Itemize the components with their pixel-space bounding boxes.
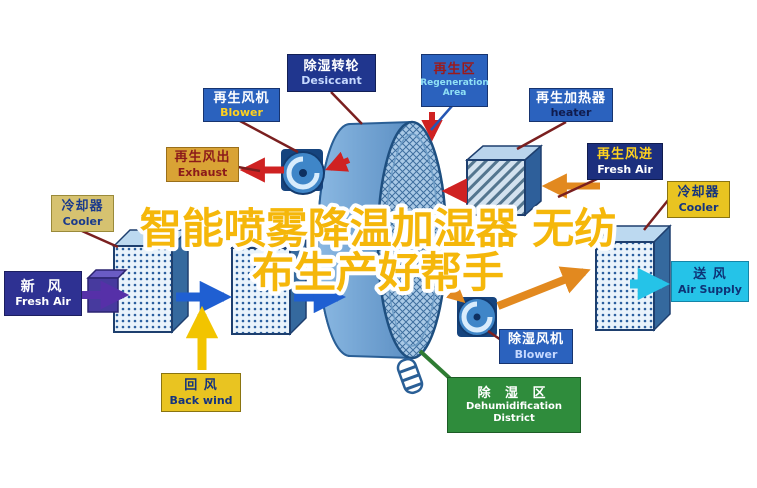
label-desiccant-wheel-en: Desiccant	[301, 74, 362, 88]
label-back-wind: 回 风 Back wind	[161, 373, 241, 412]
label-regen-fresh-air: 再生风进 Fresh Air	[587, 143, 663, 180]
label-dehumid-district-en: Dehumidification District	[465, 401, 563, 424]
label-regen-blower-en: Blower	[220, 106, 263, 120]
label-fresh-air-zh: 新 风	[20, 278, 66, 295]
label-back-wind-en: Back wind	[169, 393, 233, 407]
connector-regen-heater	[516, 120, 567, 151]
connector-regen-fresh-air	[557, 177, 598, 199]
cooler-coil-left-2	[230, 230, 308, 336]
label-fresh-air-en: Fresh Air	[15, 295, 71, 309]
label-exhaust-zh: 再生风出	[174, 150, 231, 166]
dehumid-blower-fan	[457, 297, 497, 337]
label-fresh-air: 新 风 Fresh Air	[4, 271, 82, 316]
label-cooler-right: 冷却器 Cooler	[667, 181, 730, 218]
wheel-seal-segment	[396, 357, 424, 395]
label-regen-fresh-air-en: Fresh Air	[597, 162, 653, 176]
label-cooler-right-zh: 冷却器	[677, 185, 720, 201]
connector-regen-blower	[239, 119, 299, 154]
label-desiccant-wheel: 除湿转轮 Desiccant	[287, 54, 376, 92]
label-dehumid-district-zh: 除 湿 区	[477, 385, 551, 401]
cooler-coil-right	[594, 224, 672, 332]
arrow-wheel-to-regen-blower	[325, 151, 351, 172]
wheel-front-face	[376, 120, 448, 360]
label-regen-blower: 再生风机 Blower	[203, 88, 280, 122]
connector-dehumid-blower	[487, 329, 502, 342]
regen-heater-block	[465, 144, 543, 217]
regen-blower-fan	[281, 149, 325, 195]
connector-regen-area	[430, 105, 453, 131]
connector-exhaust	[237, 165, 261, 173]
connector-cooler-left	[81, 229, 119, 249]
label-regen-fresh-air-zh: 再生风进	[596, 147, 653, 163]
arrow-wheel-to-dehumid-blower	[445, 284, 466, 304]
label-air-supply-zh: 送 风	[693, 267, 727, 283]
label-dehumid-blower-en: Blower	[514, 347, 558, 361]
label-cooler-left-en: Cooler	[62, 214, 103, 228]
label-air-supply-en: Air Supply	[678, 282, 742, 296]
label-regen-heater-zh: 再生加热器	[535, 90, 606, 106]
label-air-supply: 送 风 Air Supply	[671, 261, 749, 302]
label-cooler-left: 冷却器 Cooler	[51, 195, 114, 232]
label-exhaust: 再生风出 Exhaust	[166, 147, 239, 182]
label-back-wind-zh: 回 风	[184, 378, 218, 394]
arrow-dehumid-blower-to-cooler	[496, 266, 591, 310]
label-desiccant-wheel-zh: 除湿转轮	[303, 58, 360, 74]
label-dehumid-district: 除 湿 区 Dehumidification District	[447, 377, 581, 433]
label-cooler-left-zh: 冷却器	[61, 199, 104, 215]
label-dehumid-blower: 除湿风机 Blower	[499, 329, 573, 364]
connector-desiccant	[330, 91, 363, 125]
label-regen-heater: 再生加热器 heater	[529, 88, 613, 122]
label-cooler-right-en: Cooler	[678, 200, 719, 214]
label-regeneration-area-en: Regeneration Area	[420, 77, 489, 99]
label-dehumid-blower-zh: 除湿风机	[507, 332, 564, 348]
label-exhaust-en: Exhaust	[177, 165, 228, 179]
connector-cooler-right	[643, 198, 670, 231]
wheel-inner-ring	[385, 133, 439, 347]
label-regen-blower-zh: 再生风机	[213, 90, 270, 106]
label-regeneration-area-zh: 再生区	[433, 62, 476, 78]
label-regeneration-area: 再生区 Regeneration Area	[420, 54, 489, 107]
label-regen-heater-en: heater	[550, 106, 592, 120]
